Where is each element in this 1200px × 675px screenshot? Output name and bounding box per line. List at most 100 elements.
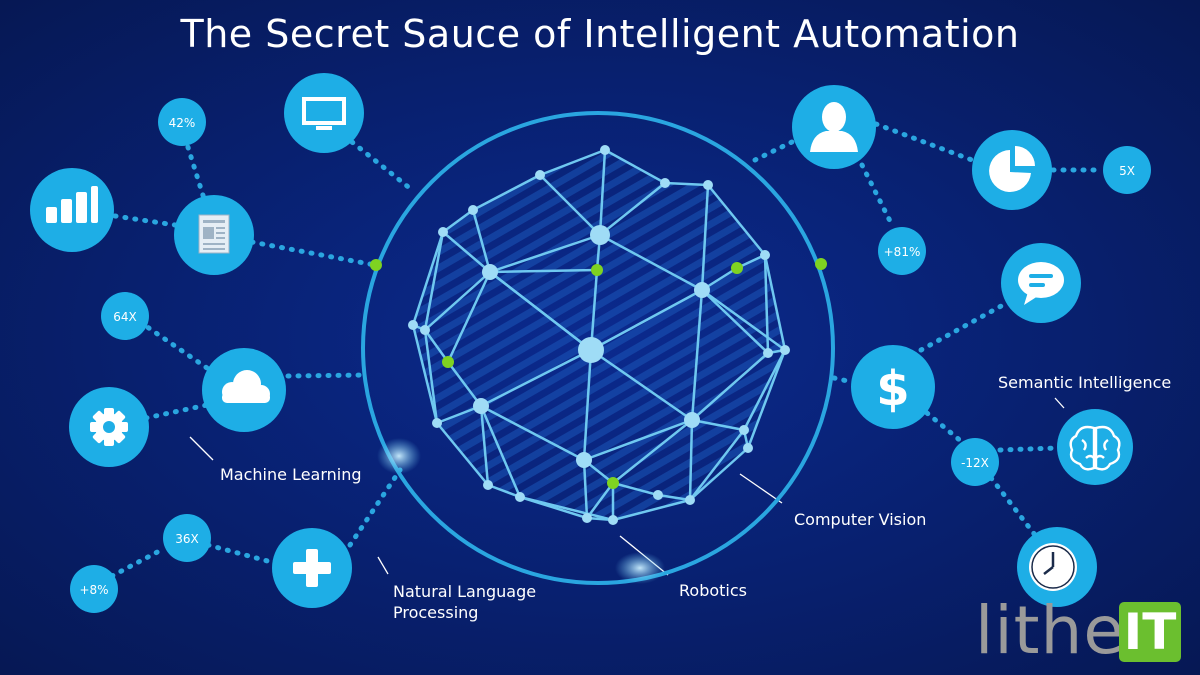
label-computer-vision: Computer Vision [794,510,927,529]
sphere-node [432,418,442,428]
sphere-edge [582,349,593,461]
pie-chart-icon [989,146,1035,192]
sphere-node [535,170,545,180]
sphere-node [780,345,790,355]
gear-icon [90,408,128,446]
sphere-node [685,495,695,505]
connector [924,410,965,445]
connector [349,139,415,193]
sphere-edge [689,447,749,501]
stat-81: +81% [884,245,921,259]
dollar-icon: $ [876,361,909,417]
sphere-node-accent [607,477,619,489]
sphere-node [743,443,753,453]
page-title: The Secret Sauce of Intelligent Automati… [180,12,1020,56]
connector [831,375,855,385]
sphere-edge [489,271,592,351]
brain-icon [1069,425,1121,471]
user-icon [810,102,858,152]
sphere-node [703,180,713,190]
sphere-node [760,250,770,260]
sphere-edge [479,405,522,498]
stat-12x: -12X [961,456,989,470]
sphere-edge [599,182,666,236]
bar-chart-bubble [30,168,114,252]
sphere-edge [742,349,787,431]
sphere-edge [604,148,666,185]
stat-bubble-42 [158,98,206,146]
sphere-node [694,282,710,298]
sphere-edge [480,404,585,462]
sphere-edge [583,418,693,462]
sphere-node [576,452,592,468]
sphere-edge [688,419,694,501]
leader-machine-learning [189,436,214,461]
glow-left [377,438,421,474]
sphere-node [578,337,604,363]
clock-bubble [1017,527,1097,607]
sphere-edge [424,271,491,331]
connector [205,542,278,566]
icon-bubbles: $ [30,73,1133,608]
sphere-edge [690,289,704,421]
sphere-edge [691,418,745,432]
sphere-node [438,227,448,237]
plus-bubble [272,528,352,608]
sphere-edge [423,231,445,331]
user-bubble [792,85,876,169]
connector [997,445,1060,453]
cloud-icon [222,370,270,403]
label-machine-learning: Machine Learning [220,465,362,484]
sphere-edge [411,324,439,424]
sphere-node [420,325,430,335]
leader-computer-vision [739,473,783,504]
document-bubble [174,195,254,275]
connector [143,402,210,421]
sphere-node [515,492,525,502]
sphere-edge [701,288,786,352]
bar-chart-icon [46,186,98,223]
sphere-edge [598,149,607,236]
sphere-edge [599,233,703,292]
sphere-edge [436,422,489,486]
sphere-edge [423,329,439,424]
sphere-edge [471,209,492,273]
sphere-node [590,225,610,245]
sphere-nodes [408,145,790,525]
sphere-node [739,425,749,435]
sphere-edge [519,495,614,522]
connector [109,545,168,579]
label-nlp: Natural Language Processing [393,581,536,623]
sphere-edge [472,173,541,212]
sphere-edge [707,184,766,256]
sphere-node [468,205,478,215]
sphere-edge [539,174,601,236]
sphere-node [684,412,700,428]
connector [752,137,799,163]
sphere-edge [590,288,703,352]
sphere-edge [487,483,521,499]
stat-8: +8% [79,583,108,597]
leader-semantic [1054,397,1065,409]
stat-36x: 36X [175,532,199,546]
connector [249,239,378,268]
connector [112,213,178,228]
sphere-node [660,178,670,188]
label-nlp-line1: Natural Language [393,582,537,601]
sphere-edge [447,361,482,407]
clock-icon [1029,543,1077,591]
label-nlp-line2: Processing [393,603,479,622]
sphere-edge [664,181,709,187]
stat-5x: 5X [1119,164,1135,178]
connector [285,372,369,379]
pie-chart-bubble [972,130,1052,210]
sphere-edge [479,405,490,486]
monitor-bubble [284,73,364,153]
sphere-edge [585,482,615,519]
sphere-node-accent [731,262,743,274]
sphere-edge [701,289,769,354]
label-robotics: Robotics [679,581,747,600]
glow-bottom [615,552,665,584]
sphere-edge [589,269,599,351]
